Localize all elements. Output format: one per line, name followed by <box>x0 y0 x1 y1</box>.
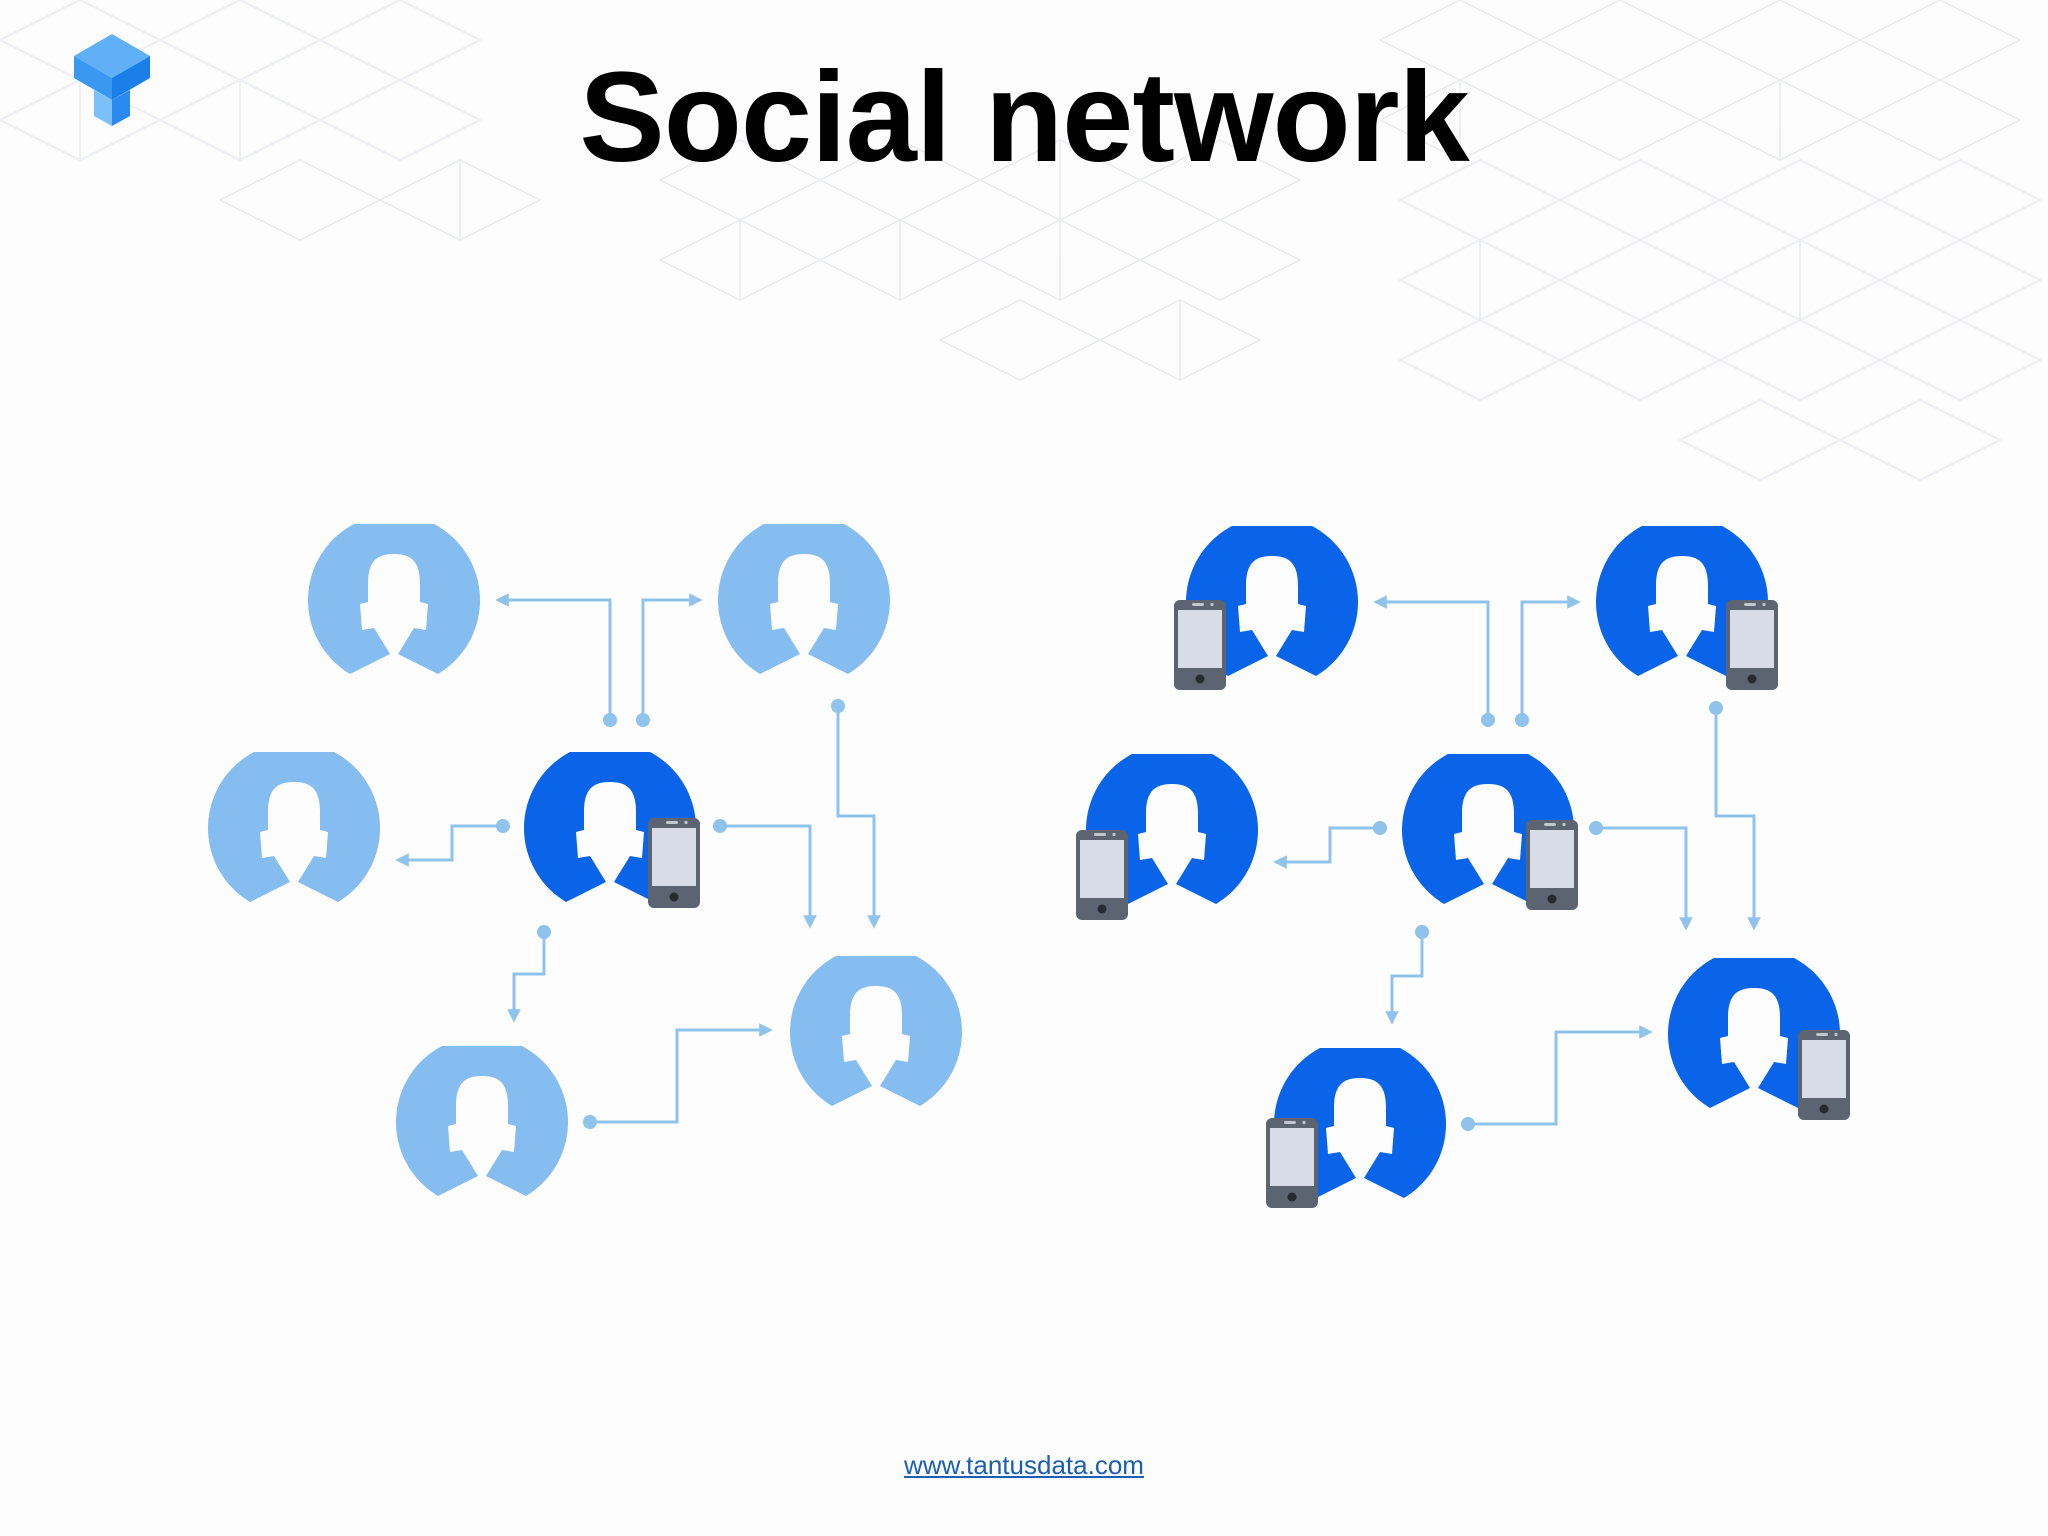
tantusdata-logo-icon <box>74 34 150 126</box>
mobile-phone-icon <box>1726 600 1778 690</box>
connector-line <box>836 706 881 929</box>
user-silhouette-icon <box>396 1046 568 1196</box>
mobile-phone-icon <box>1076 830 1128 920</box>
mobile-phone-icon <box>1174 600 1226 690</box>
user-silhouette-icon <box>208 752 380 902</box>
connector-line <box>1596 826 1693 931</box>
connector-line <box>1714 708 1761 931</box>
connector-line <box>641 593 703 720</box>
footer-website-link[interactable]: www.tantusdata.com <box>904 1450 1144 1480</box>
mobile-phone-icon <box>1266 1118 1318 1208</box>
mobile-phone-icon <box>1798 1030 1850 1120</box>
connector-line <box>395 824 503 867</box>
connector-line <box>495 593 612 720</box>
mobile-phone-icon <box>1526 820 1578 910</box>
user-silhouette-icon <box>308 524 480 674</box>
connector-line <box>507 932 546 1023</box>
connector-line <box>1385 932 1424 1025</box>
left-network-connectors <box>395 593 881 1124</box>
connector-line <box>1468 1025 1653 1126</box>
connector-dot <box>1481 713 1495 727</box>
connector-dot <box>1515 713 1529 727</box>
right-network-users <box>1076 526 1850 1208</box>
right-network-connectors <box>1273 595 1761 1126</box>
connector-line <box>1520 595 1581 720</box>
user-silhouette-icon <box>790 956 962 1106</box>
connector-dot <box>537 925 551 939</box>
connector-dot <box>713 819 727 833</box>
right-network-connector-dots <box>1373 701 1723 1131</box>
connector-dot <box>603 713 617 727</box>
connector-dot <box>1589 821 1603 835</box>
connector-dot <box>636 713 650 727</box>
connector-dot <box>831 699 845 713</box>
left-network-users <box>208 524 962 1196</box>
connector-line <box>720 824 817 929</box>
user-silhouette-icon <box>718 524 890 674</box>
connector-line <box>590 1023 773 1124</box>
connector-dot <box>1415 925 1429 939</box>
connector-dot <box>1709 701 1723 715</box>
connector-dot <box>496 819 510 833</box>
page-title: Social network <box>579 46 1469 189</box>
connector-dot <box>1461 1117 1475 1131</box>
connector-line <box>1373 595 1490 720</box>
left-network-connector-dots <box>496 699 845 1129</box>
connector-dot <box>583 1115 597 1129</box>
connector-dot <box>1373 821 1387 835</box>
connector-line <box>1273 826 1380 869</box>
mobile-phone-icon <box>648 818 700 908</box>
